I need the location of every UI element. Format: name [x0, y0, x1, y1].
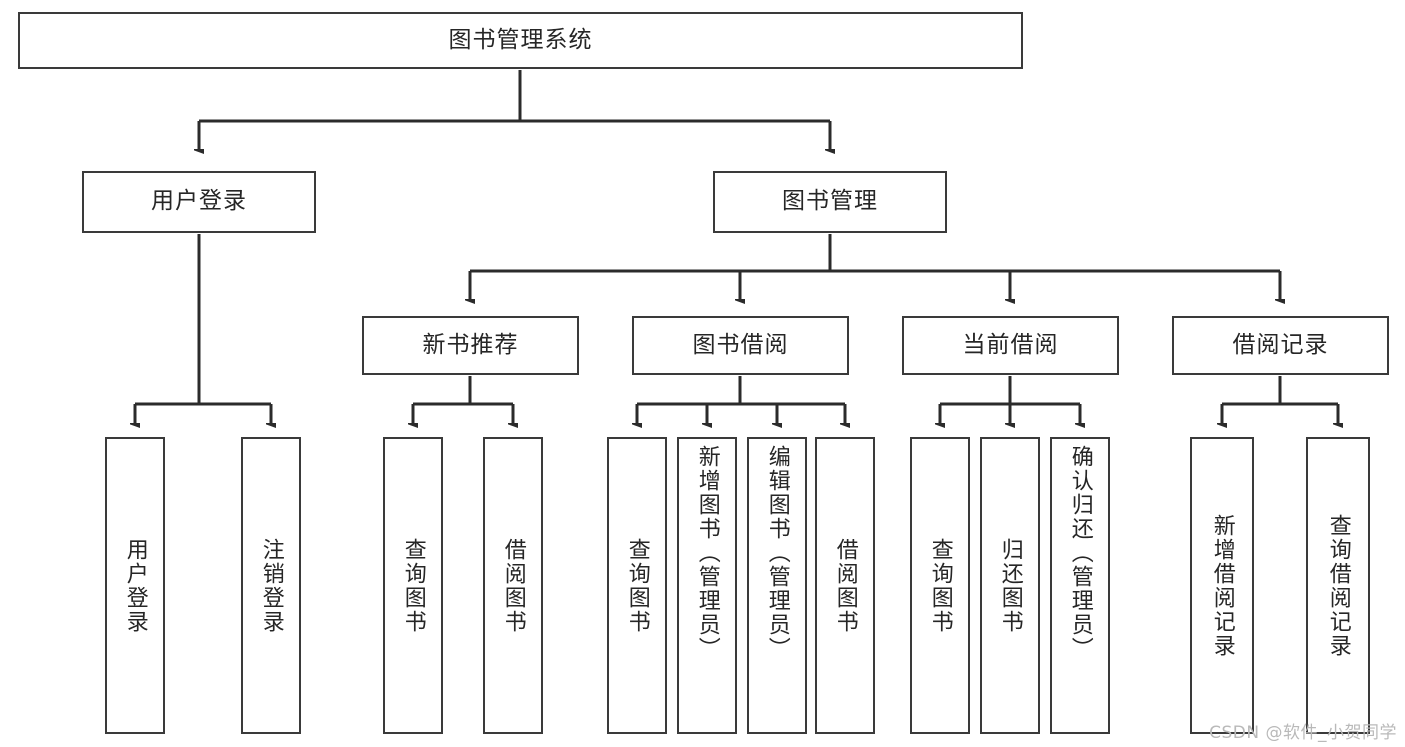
node-new-book-recommendation[interactable]: 新书推荐 — [362, 316, 579, 375]
node-root-book-management-system[interactable]: 图书管理系统 — [18, 12, 1023, 69]
watermark-csdn: CSDN @软件_小贺同学 — [1209, 723, 1397, 743]
node-label: 确认归还（管理员） — [1067, 445, 1093, 661]
node-label: 归还图书 — [997, 537, 1023, 634]
node-label: 借阅图书 — [832, 537, 858, 634]
leaf-user-login-login[interactable]: 用户登录 — [105, 437, 165, 734]
leaf-record-query-borrow-record[interactable]: 查询借阅记录 — [1306, 437, 1370, 734]
node-label: 借阅图书 — [500, 537, 526, 634]
leaf-borrow-edit-book-admin[interactable]: 编辑图书（管理员） — [747, 437, 807, 734]
leaf-current-query-books[interactable]: 查询图书 — [910, 437, 970, 734]
node-label: 新增借阅记录 — [1209, 513, 1235, 658]
node-label: 用户登录 — [122, 537, 148, 634]
node-label: 图书管理系统 — [448, 26, 593, 53]
node-label: 图书借阅 — [692, 331, 789, 358]
leaf-current-confirm-return-admin[interactable]: 确认归还（管理员） — [1050, 437, 1110, 734]
node-label: 借阅记录 — [1232, 331, 1329, 358]
node-label: 编辑图书（管理员） — [764, 445, 790, 661]
node-label: 查询图书 — [400, 537, 426, 634]
node-label: 查询图书 — [624, 537, 650, 634]
leaf-new-book-query-books[interactable]: 查询图书 — [383, 437, 443, 734]
leaf-user-login-logout[interactable]: 注销登录 — [241, 437, 301, 734]
node-label: 新书推荐 — [422, 331, 519, 358]
node-user-login[interactable]: 用户登录 — [82, 171, 316, 233]
node-book-borrowing[interactable]: 图书借阅 — [632, 316, 849, 375]
node-label: 查询借阅记录 — [1325, 513, 1351, 658]
node-label: 注销登录 — [258, 537, 284, 634]
node-book-management[interactable]: 图书管理 — [713, 171, 947, 233]
leaf-borrow-borrow-books[interactable]: 借阅图书 — [815, 437, 875, 734]
leaf-borrow-query-books[interactable]: 查询图书 — [607, 437, 667, 734]
leaf-current-return-books[interactable]: 归还图书 — [980, 437, 1040, 734]
node-current-borrowing[interactable]: 当前借阅 — [902, 316, 1119, 375]
node-label: 当前借阅 — [962, 331, 1059, 358]
node-label: 查询图书 — [927, 537, 953, 634]
node-label: 图书管理 — [782, 188, 878, 215]
leaf-borrow-add-book-admin[interactable]: 新增图书（管理员） — [677, 437, 737, 734]
node-label: 用户登录 — [151, 188, 247, 215]
leaf-new-book-borrow-books[interactable]: 借阅图书 — [483, 437, 543, 734]
node-label: 新增图书（管理员） — [694, 445, 720, 661]
node-borrowing-record[interactable]: 借阅记录 — [1172, 316, 1389, 375]
leaf-record-add-borrow-record[interactable]: 新增借阅记录 — [1190, 437, 1254, 734]
